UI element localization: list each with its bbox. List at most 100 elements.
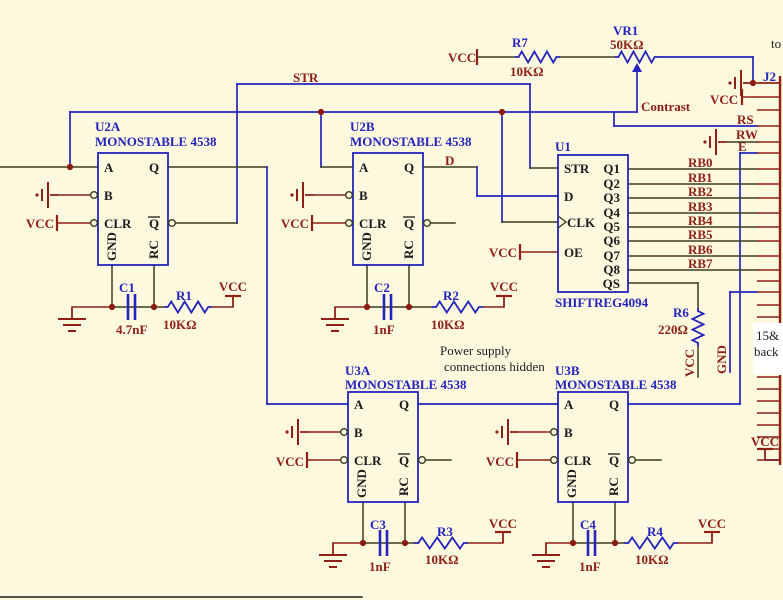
u3a-body — [347, 391, 419, 503]
u1-pin-clk: CLK — [567, 215, 596, 230]
u3a-ref: U3A — [345, 363, 371, 378]
u3a-pin-b: B — [354, 425, 363, 440]
u3a-pin-gnd: GND — [354, 469, 369, 498]
net-rb6: RB6 — [688, 242, 713, 257]
u1-pin-oe: OE — [564, 245, 583, 260]
u3a-pin-rc: RC — [396, 477, 411, 496]
vcc-label-u1-oe: VCC — [489, 245, 517, 260]
resistor-r6 — [690, 308, 706, 346]
u1-pin-q2: Q2 — [603, 176, 620, 191]
u2a-pin-q: Q — [149, 160, 159, 175]
u2a-pin-gnd: GND — [104, 232, 119, 261]
u3a-part: MONOSTABLE 4538 — [345, 377, 467, 392]
ground-icon — [703, 140, 707, 144]
c1-ref: C1 — [119, 280, 135, 295]
u2a-part: MONOSTABLE 4538 — [95, 134, 217, 149]
c2-value: 1nF — [373, 322, 395, 337]
u2b-ref: U2B — [350, 119, 375, 134]
gnd-label: GND — [714, 345, 729, 374]
ground-icon — [495, 430, 499, 434]
resistor-r4 — [624, 535, 678, 551]
u3a-pin-a: A — [354, 397, 364, 412]
r7-value: 10KΩ — [510, 64, 544, 79]
junction-dot — [405, 303, 413, 311]
junction-dot — [611, 539, 619, 547]
net-rb2: RB2 — [688, 184, 713, 199]
u3b-pin-rc: RC — [606, 477, 621, 496]
vcc-label-r2: VCC — [490, 279, 518, 294]
r2-ref: R2 — [443, 288, 459, 303]
c1-value: 4.7nF — [116, 322, 147, 337]
vcc-label-u2a-clr: VCC — [26, 216, 54, 231]
r4-ref: R4 — [647, 524, 663, 539]
u2a-pin-rc: RC — [146, 240, 161, 259]
junction-dot — [317, 108, 325, 116]
r1-value: 10KΩ — [163, 317, 197, 332]
vcc-label-u3b-clr: VCC — [486, 454, 514, 469]
inverting-bubble — [89, 218, 98, 227]
vr1-value: 50KΩ — [610, 37, 644, 52]
resistor-r1 — [164, 299, 212, 315]
u3a-pin-q: Q — [399, 397, 409, 412]
u3b-pin-q: Q — [609, 397, 619, 412]
u2a-pin-b: B — [104, 188, 113, 203]
junction-dot — [359, 539, 367, 547]
u3b-pin-b: B — [564, 425, 573, 440]
net-rb3: RB3 — [688, 199, 713, 214]
u2a-ref: U2A — [95, 119, 121, 134]
inverting-bubble — [340, 428, 349, 437]
u1-pin-d: D — [564, 189, 573, 204]
u1-pin-q1: Q1 — [603, 161, 620, 176]
note-to: to — [771, 36, 781, 51]
potentiometer-vr1 — [615, 49, 658, 65]
junction-dot — [108, 303, 116, 311]
u1-ref: U1 — [555, 139, 571, 154]
vcc-label-u2b-clr: VCC — [281, 216, 309, 231]
u2b-pin-b: B — [359, 188, 368, 203]
net-rs: RS — [737, 112, 754, 127]
u2b-body — [352, 152, 424, 266]
junction-dot — [401, 539, 409, 547]
resistor-r7 — [515, 49, 560, 65]
junction-dot — [498, 108, 506, 116]
inverting-bubble — [418, 456, 427, 465]
u1-pin-q8: Q8 — [603, 262, 620, 277]
net-e: E — [738, 139, 747, 154]
net-rb4: RB4 — [688, 213, 713, 228]
u2b-pin-q: Q — [404, 160, 414, 175]
c2-ref: C2 — [374, 280, 390, 295]
c3-ref: C3 — [370, 517, 386, 532]
r2-value: 10KΩ — [431, 317, 465, 332]
vcc-label-u3a-clr: VCC — [276, 454, 304, 469]
junction-dot — [749, 79, 757, 87]
inverting-bubble — [550, 456, 559, 465]
u1-pin-q3: Q3 — [603, 190, 620, 205]
net-rb5: RB5 — [688, 227, 713, 242]
vcc-label-r3: VCC — [489, 516, 517, 531]
u1-part: SHIFTREG4094 — [555, 295, 649, 310]
r3-ref: R3 — [437, 524, 453, 539]
c4-value: 1nF — [579, 559, 601, 574]
u2b-pin-a: A — [359, 160, 369, 175]
c3-value: 1nF — [369, 559, 391, 574]
u2b-pin-rc: RC — [401, 240, 416, 259]
note-power-1: Power supply — [440, 343, 512, 358]
net-rb1: RB1 — [688, 170, 713, 185]
inverting-bubble — [345, 218, 354, 227]
resistor-r3 — [414, 535, 468, 551]
u2a-body — [97, 152, 169, 266]
r6-ref: R6 — [673, 305, 689, 320]
u1-body — [557, 154, 629, 293]
u3a-pin-clr: CLR — [354, 453, 382, 468]
junction-dot — [363, 303, 371, 311]
u1-pin-q4: Q4 — [603, 205, 620, 220]
net-str: STR — [293, 70, 319, 85]
r6-value: 220Ω — [658, 322, 688, 337]
annotation-box — [753, 323, 783, 375]
u3b-pin-gnd: GND — [564, 469, 579, 498]
u1-pin-q5: Q5 — [603, 219, 620, 234]
u1-pin-q7: Q7 — [603, 248, 620, 263]
u1-pin-q6: Q6 — [603, 233, 620, 248]
